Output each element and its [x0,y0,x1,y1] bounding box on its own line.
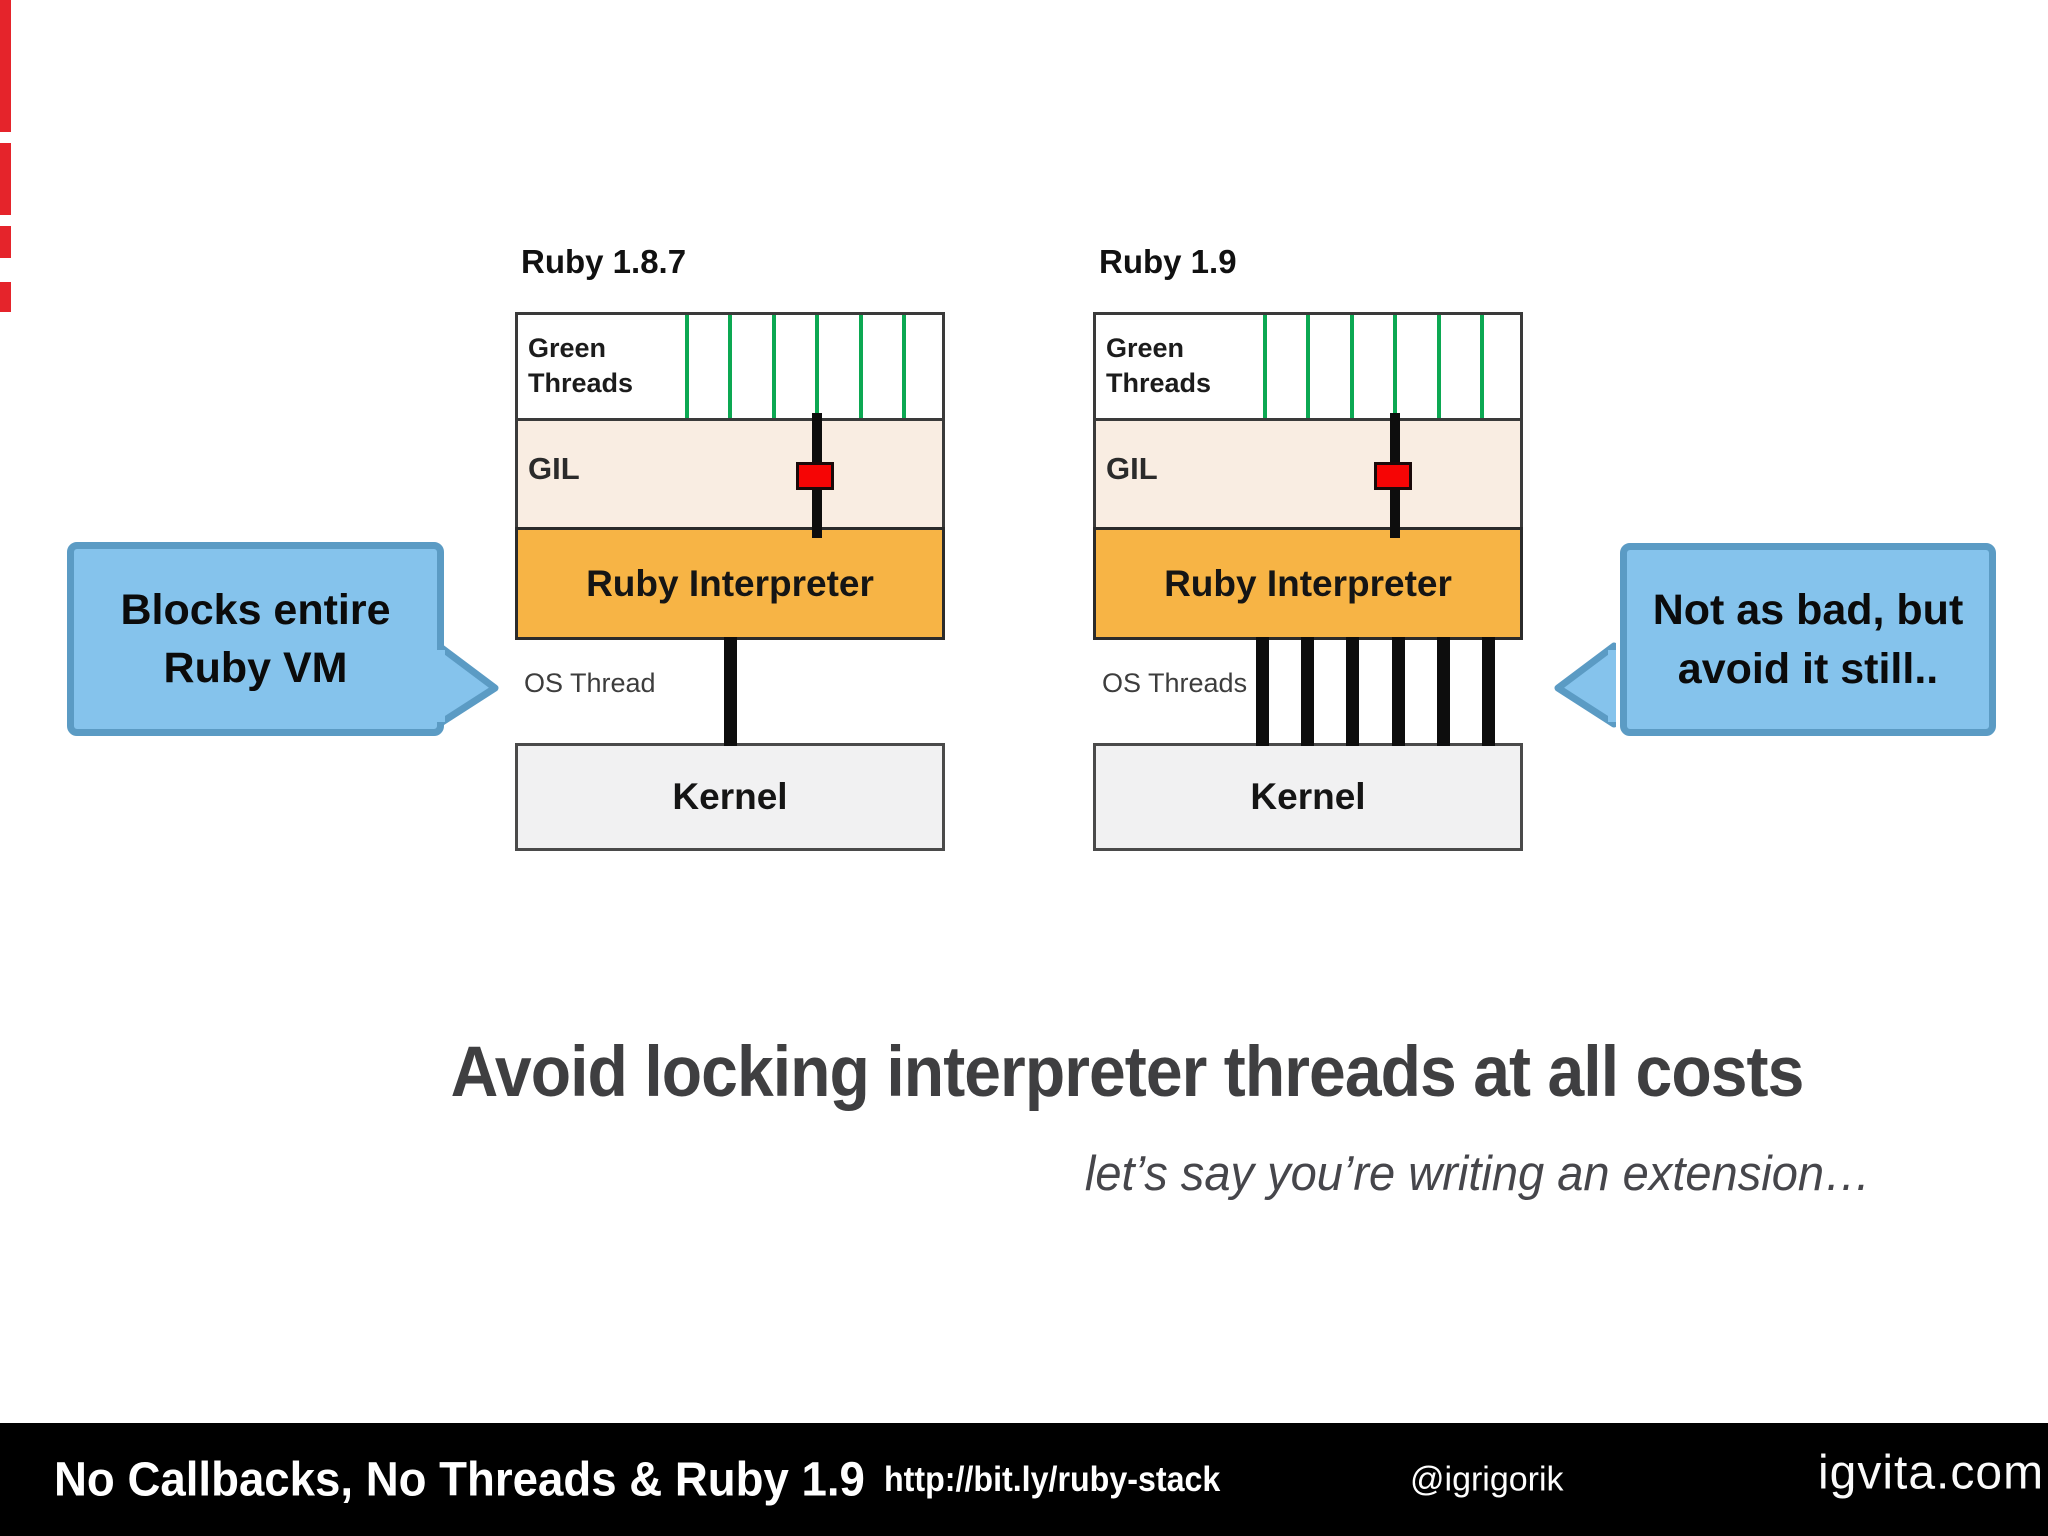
green-threads-label: Green Threads [1106,333,1212,399]
callout-blocks-entire-ruby-vm: Blocks entire Ruby VM [67,542,444,736]
ruby-interpreter-label: Ruby Interpreter [586,562,874,604]
os-thread-line [1482,637,1495,746]
green-thread-line [1393,315,1397,418]
green-thread-line [1306,315,1310,418]
video-edge-artifact [0,282,11,312]
os-thread-line [1301,637,1314,746]
green-thread-line [815,315,819,418]
ruby-interpreter-label: Ruby Interpreter [1164,562,1452,604]
os-threads-label: OS Threads [1102,668,1248,698]
footer-url: http://bit.ly/ruby-stack [884,1459,1221,1499]
diagram-title: Ruby 1.9 [1099,243,1237,280]
green-thread-line [902,315,906,418]
callout-not-as-bad: Not as bad, but avoid it still.. [1620,543,1996,736]
callout-text: Blocks entire Ruby VM [120,585,391,692]
kernel-box: Kernel [1093,743,1523,851]
callout-pointer [437,642,499,728]
os-thread-line [1437,637,1450,746]
callout-text: Not as bad, but avoid it still.. [1652,586,1964,693]
os-thread-line [1256,637,1269,746]
ruby-interpreter-box: Ruby Interpreter [515,527,945,640]
gil-lock-icon [796,462,834,490]
diagram-title: Ruby 1.8.7 [521,243,687,280]
gil-box [1093,418,1523,530]
green-thread-line [728,315,732,418]
video-edge-artifact [0,143,11,215]
green-thread-line [772,315,776,418]
kernel-label: Kernel [1250,776,1366,817]
video-edge-artifact [0,226,11,258]
os-thread-label: OS Thread [524,668,656,698]
footer-brand: igvita.com [1818,1446,2045,1500]
green-thread-line [1263,315,1267,418]
green-thread-line [1437,315,1441,418]
slide-title: Avoid locking interpreter threads at all… [450,1033,1805,1112]
green-thread-line [1350,315,1354,418]
kernel-box: Kernel [515,743,945,851]
video-edge-artifact [0,0,11,132]
os-thread-line [1346,637,1359,746]
footer-talk-title: No Callbacks, No Threads & Ruby 1.9 [54,1453,865,1506]
green-thread-line [685,315,689,418]
gil-label: GIL [1106,451,1158,486]
callout-pointer [1554,642,1616,728]
diagram-ruby-1-9: Ruby 1.9 Ruby Interpreter Kernel Green T… [1093,243,1523,853]
gil-box [515,418,945,530]
slide-subtitle: let’s say you’re writing an extension… [1084,1147,1872,1201]
os-thread-line [724,637,737,746]
os-thread-line [1392,637,1405,746]
ruby-interpreter-box: Ruby Interpreter [1093,527,1523,640]
diagram-ruby-1-8-7: Ruby 1.8.7 Ruby Interpreter Kernel Green… [515,243,945,853]
green-threads-label: Green Threads [528,333,634,399]
kernel-label: Kernel [672,776,788,817]
gil-lock-icon [1374,462,1412,490]
green-thread-line [859,315,863,418]
footer-bar: No Callbacks, No Threads & Ruby 1.9 http… [0,1423,2048,1536]
footer-twitter-handle: @igrigorik [1410,1460,1564,1498]
green-thread-line [1480,315,1484,418]
gil-label: GIL [528,451,580,486]
